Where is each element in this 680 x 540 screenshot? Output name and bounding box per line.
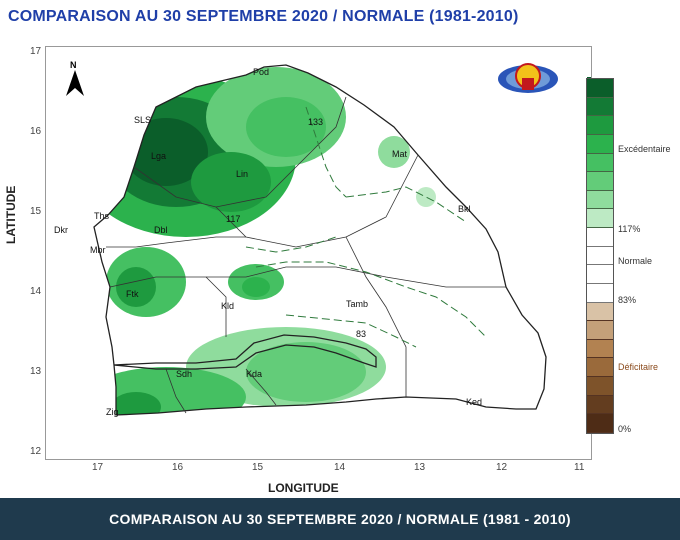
- legend-min: 0%: [618, 424, 632, 434]
- x-tick: 17: [92, 462, 104, 473]
- legend-swatch-normal: [587, 228, 613, 247]
- legend-swatch-brown: [587, 414, 613, 433]
- legend-threshold-117: 117%: [618, 224, 641, 234]
- legend-swatch-brown: [587, 339, 613, 359]
- map-title: COMPARAISON AU 30 SEPTEMBRE 2020 / NORMA…: [8, 8, 519, 25]
- x-tick: 14: [334, 462, 346, 473]
- place-bakel: Bkl: [458, 204, 471, 214]
- map-frame: Pod SLS Lga Lin Mat Dkr Ths Dbl Mbr Ftk …: [45, 46, 592, 460]
- legend-swatch-green: [587, 153, 613, 173]
- place-kaolack: Kld: [221, 301, 234, 311]
- legend-swatch-brown: [587, 377, 613, 396]
- place-thies: Ths: [94, 211, 110, 221]
- agency-logo-icon: [498, 63, 558, 93]
- place-ziguinchor: Zig: [106, 407, 119, 417]
- y-tick: 17: [30, 46, 42, 57]
- place-kedougou: Ked: [466, 397, 482, 407]
- y-tick: 14: [30, 286, 42, 297]
- caption-bar: COMPARAISON AU 30 SEPTEMBRE 2020 / NORMA…: [0, 498, 680, 540]
- x-tick: 11: [574, 462, 585, 473]
- legend-swatch-green: [587, 79, 613, 98]
- place-dakar: Dkr: [54, 225, 68, 235]
- place-mbour: Mbr: [90, 245, 106, 255]
- legend-excedentaire: Excédentaire: [618, 144, 671, 154]
- legend-threshold-83: 83%: [618, 295, 637, 305]
- legend-swatch-normal: [587, 265, 613, 284]
- contour-label-133: 133: [308, 117, 323, 127]
- legend-swatch-brown: [587, 358, 613, 377]
- senegal-map: Pod SLS Lga Lin Mat Dkr Ths Dbl Mbr Ftk …: [54, 64, 591, 417]
- place-linguere: Lin: [236, 169, 248, 179]
- legend-swatch-green: [587, 172, 613, 191]
- y-tick: 15: [30, 206, 42, 217]
- place-tambacounda: Tamb: [346, 299, 368, 309]
- legend-normale: Normale: [618, 256, 653, 266]
- place-louga: Lga: [151, 151, 166, 161]
- place-matam: Mat: [392, 149, 408, 159]
- legend-swatch-normal: [587, 246, 613, 266]
- y-tick: 13: [30, 366, 42, 377]
- north-arrow-icon: N: [66, 60, 84, 96]
- x-tick: 15: [252, 462, 264, 473]
- place-kolda: Kda: [246, 369, 262, 379]
- legend-swatch-brown: [587, 321, 613, 340]
- place-diourbel: Dbl: [154, 225, 168, 235]
- legend-swatch-green: [587, 116, 613, 135]
- x-tick: 16: [172, 462, 184, 473]
- legend-swatch-brown: [587, 302, 613, 322]
- legend-color-scale: [586, 78, 614, 434]
- y-tick: 16: [30, 126, 42, 137]
- legend-swatch-green: [587, 209, 613, 228]
- place-fatick: Ftk: [126, 289, 139, 299]
- legend-swatch-green: [587, 190, 613, 210]
- svg-text:N: N: [70, 60, 77, 70]
- legend-deficitaire: Déficitaire: [618, 362, 659, 372]
- y-axis-label: LATITUDE: [4, 185, 18, 244]
- legend-swatch-green: [587, 97, 613, 117]
- contour-label-117: 117: [226, 214, 240, 224]
- y-tick: 12: [30, 446, 42, 457]
- contour-label-83: 83: [356, 329, 366, 339]
- x-tick: 12: [496, 462, 508, 473]
- legend-swatch-brown: [587, 395, 613, 415]
- legend-swatch-normal: [587, 283, 613, 303]
- place-saint-louis: SLS: [134, 115, 151, 125]
- x-tick: 13: [414, 462, 426, 473]
- place-sedhiou: Sdh: [176, 369, 192, 379]
- legend-swatch-green: [587, 134, 613, 154]
- place-podor: Pod: [253, 67, 269, 77]
- x-axis-label: LONGITUDE: [268, 481, 339, 495]
